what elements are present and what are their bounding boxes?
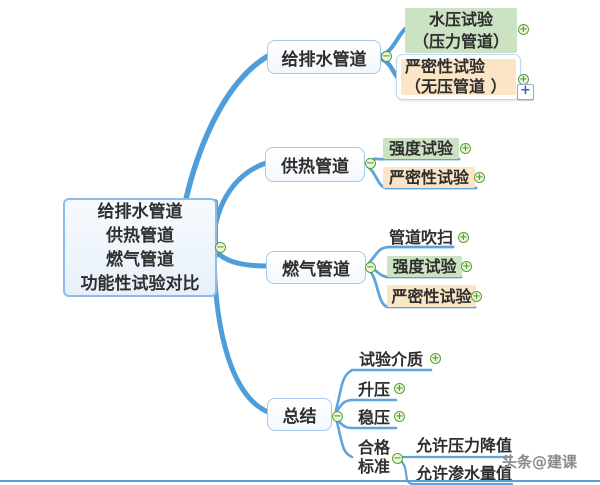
branch-heating-pipes[interactable]: 供热管道 (265, 147, 365, 182)
topic-heating-strength-label: 强度试验 (388, 139, 453, 158)
topic-gas-tightness-label: 严密性试验 (391, 286, 472, 306)
expand-icon-gas-strength[interactable]: + (461, 261, 472, 272)
topic-gas-purge-label: 管道吹扫 (388, 228, 453, 247)
topic-allowed-pressure-drop[interactable]: 允许压力降值 (413, 436, 515, 455)
expand-icon-gas-purge[interactable]: + (458, 232, 469, 243)
collapse-icon-water[interactable]: − (381, 51, 392, 62)
bottom-border-line (0, 480, 600, 482)
topic-heating-tightness-test[interactable]: 严密性试验 (383, 167, 475, 188)
topic-test-medium[interactable]: 试验介质 (356, 350, 426, 369)
expand-icon-gas-tightness[interactable]: + (471, 291, 482, 302)
collapse-icon-gas[interactable]: − (365, 262, 376, 273)
topic-gas-strength-label: 强度试验 (392, 257, 457, 276)
topic-allowed-seepage[interactable]: 允许渗水量值 (413, 464, 515, 483)
branch-gas-pipes[interactable]: 燃气管道 (266, 251, 366, 284)
collapse-icon-qualified-standard[interactable]: − (392, 453, 403, 464)
topic-water-pressure-test[interactable]: 水压试验 （压力管道） (405, 8, 517, 53)
topic-test-medium-label: 试验介质 (358, 350, 423, 369)
branch-summary-label: 总结 (282, 407, 317, 427)
topic-allowed-pressure-drop-label: 允许压力降值 (415, 436, 512, 455)
branch-water-label: 给排水管道 (281, 49, 367, 70)
topic-gas-purge[interactable]: 管道吹扫 (388, 228, 454, 247)
topic-heating-tightness-label: 严密性试验 (388, 168, 469, 187)
topic-allowed-seepage-label: 允许渗水量值 (415, 464, 512, 483)
topic-pressure-hold-label: 稳压 (357, 408, 390, 427)
expand-icon-pressure-rise[interactable]: + (394, 383, 405, 394)
collapse-icon-heating[interactable]: − (365, 158, 376, 169)
expand-icon-water-pressure[interactable]: + (518, 24, 529, 35)
topic-water-pressure-line2: （压力管道） (412, 31, 509, 51)
topic-pressure-hold[interactable]: 稳压 (356, 408, 392, 427)
expand-icon-pressure-hold[interactable]: + (394, 411, 405, 422)
topic-gas-tightness-test[interactable]: 严密性试验 (387, 285, 476, 307)
root-line-1: 给排水管道 (97, 201, 183, 222)
topic-pressure-rise[interactable]: 升压 (356, 380, 392, 399)
branch-gas-label: 燃气管道 (282, 260, 350, 280)
expand-icon-heating-strength[interactable]: + (460, 143, 471, 154)
topic-qualified-standard-line1: 合格 (357, 437, 390, 457)
root-line-3: 燃气管道 (106, 249, 174, 270)
topic-water-pressure-line1: 水压试验 (428, 9, 493, 29)
branch-water-pipes[interactable]: 给排水管道 (267, 40, 381, 74)
topic-water-tightness-line2: （无压管道 ） (405, 77, 507, 96)
expand-icon-test-medium[interactable]: + (430, 353, 441, 364)
topic-pressure-rise-label: 升压 (357, 380, 390, 399)
topic-qualified-standard-line2: 标准 (357, 456, 390, 476)
branch-heating-label: 供热管道 (281, 157, 349, 177)
topic-water-tightness-line1: 严密性试验 (405, 57, 486, 76)
branch-summary[interactable]: 总结 (267, 398, 332, 431)
topic-gas-strength-test[interactable]: 强度试验 (387, 256, 462, 277)
root-line-2: 供热管道 (106, 225, 174, 246)
topic-qualified-standard[interactable]: 合格 标准 (356, 437, 392, 476)
add-child-button[interactable]: + (517, 84, 534, 100)
watermark-text: 头条@建课 (502, 453, 578, 471)
collapse-icon-summary[interactable]: − (332, 411, 343, 422)
root-topic[interactable]: 给排水管道 供热管道 燃气管道 功能性试验对比 (63, 198, 217, 297)
topic-heating-strength-test[interactable]: 强度试验 (383, 138, 459, 159)
topic-water-tightness-test[interactable]: 严密性试验 （无压管道 ） (401, 57, 516, 96)
root-line-4: 功能性试验对比 (80, 273, 200, 294)
expand-icon-heating-tightness[interactable]: + (474, 172, 485, 183)
topic-water-tightness-test-selected[interactable]: 严密性试验 （无压管道 ） (396, 54, 521, 100)
collapse-icon-root[interactable]: − (215, 242, 226, 253)
